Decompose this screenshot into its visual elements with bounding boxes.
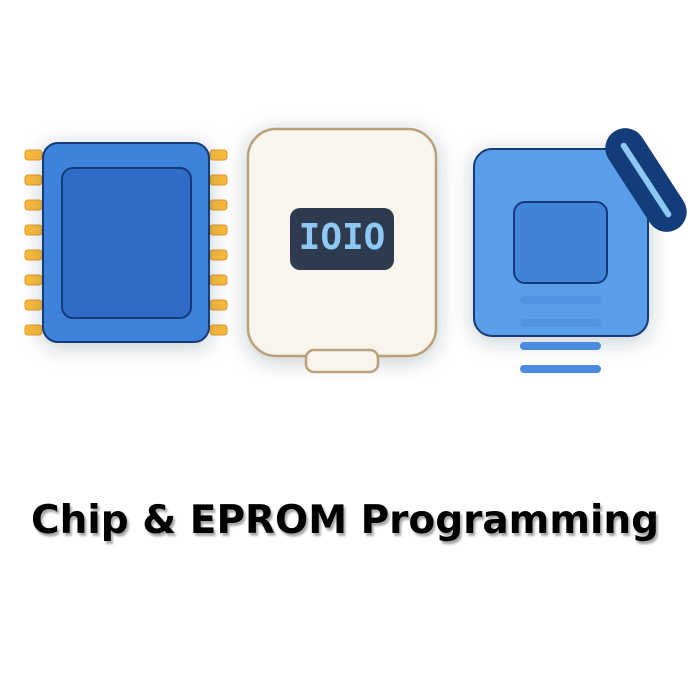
eprom-icon: [473, 148, 649, 373]
chip-icon: [24, 142, 228, 343]
pen-icon: [605, 128, 687, 232]
screen-text: IOIO: [298, 217, 386, 258]
programmer-device-icon: [246, 127, 438, 374]
page-title: Chip & EPROM Programming: [30, 498, 660, 543]
